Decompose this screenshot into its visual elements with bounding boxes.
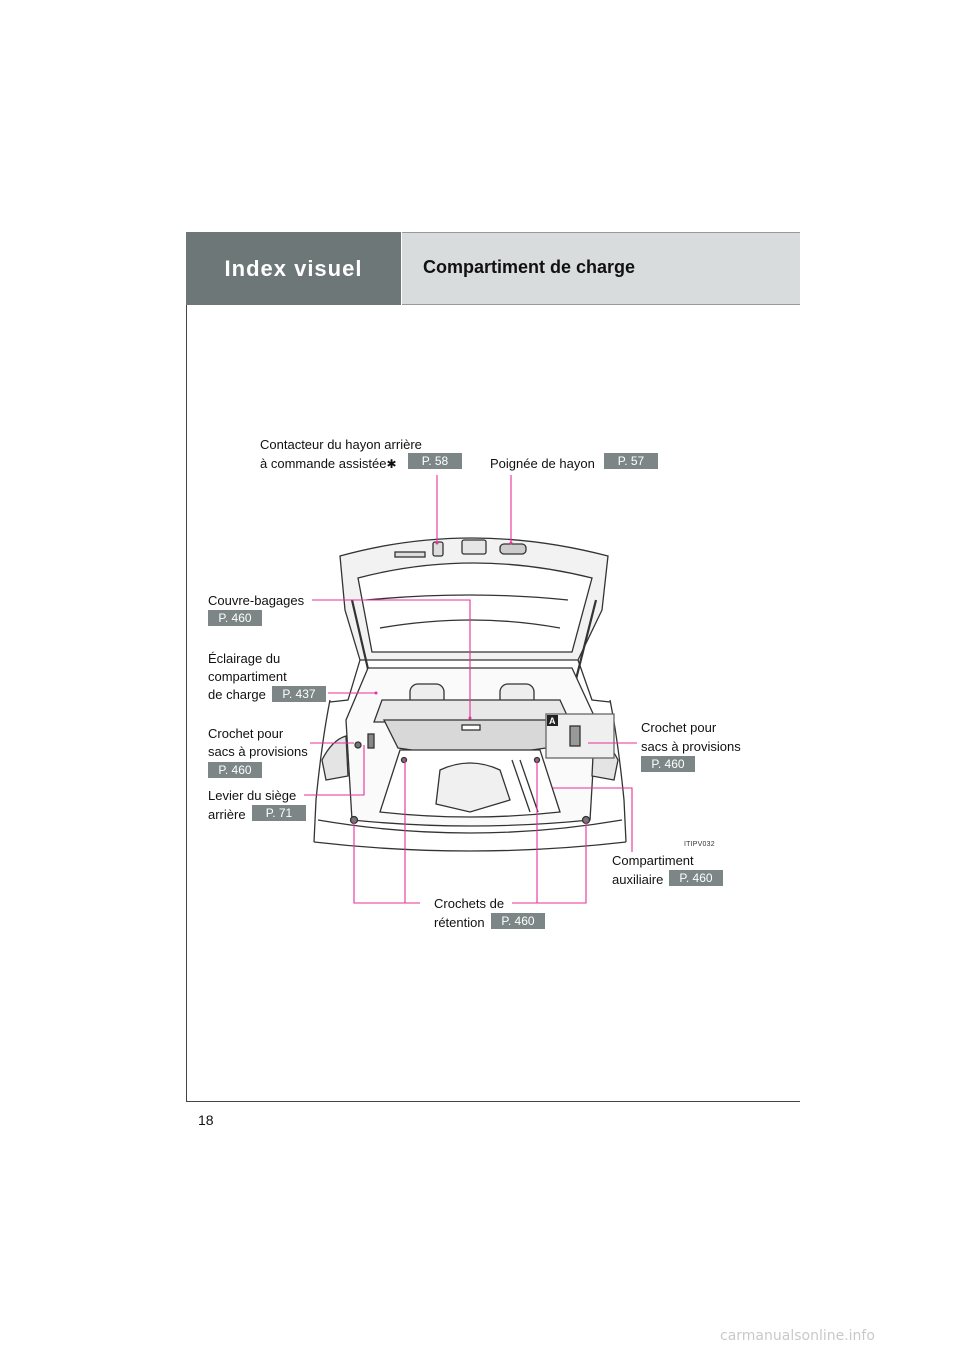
hook-left-page-ref[interactable]: P. 460 xyxy=(208,762,262,778)
hook-left-label-line1: Crochet pour xyxy=(208,726,284,741)
tie-down-page-ref[interactable]: P. 460 xyxy=(491,913,545,929)
hook-left-label-line2: sacs à provisions xyxy=(208,744,308,759)
aux-label-line2: auxiliaire xyxy=(612,872,664,887)
asterisk-icon: ✱ xyxy=(386,457,397,471)
handle-page-ref[interactable]: P. 57 xyxy=(604,453,658,469)
tie-down-label-line1: Crochets de xyxy=(434,896,505,911)
handle-label: Poignée de hayon xyxy=(490,456,595,471)
section-tab: Index visuel xyxy=(186,232,401,305)
page-title: Compartiment de charge xyxy=(423,257,636,277)
aux-label-line1: Compartiment xyxy=(612,853,694,868)
light-label-line3: de charge xyxy=(208,687,266,702)
power-switch-label-line2: à commande assistée✱ xyxy=(260,455,397,473)
page-frame-bottom xyxy=(186,1101,800,1102)
hook-right-label-line2: sacs à provisions xyxy=(641,739,741,754)
page-title-bar: Compartiment de charge xyxy=(402,232,800,305)
seat-lever-label-line1: Levier du siège xyxy=(208,788,297,803)
watermark: carmanualsonline.info xyxy=(720,1328,875,1344)
seat-lever-page-ref[interactable]: P. 71 xyxy=(252,805,306,821)
tie-down-label-line2: rétention xyxy=(434,915,485,930)
tonneau-page-ref[interactable]: P. 460 xyxy=(208,610,262,626)
hook-right-page-ref[interactable]: P. 460 xyxy=(641,756,695,772)
light-label-line2: compartiment xyxy=(208,669,287,684)
inset-marker: A xyxy=(549,716,556,726)
hook-right-label-line1: Crochet pour xyxy=(641,720,717,735)
power-switch-page-ref[interactable]: P. 58 xyxy=(408,453,462,469)
light-label-line1: Éclairage du xyxy=(208,651,281,666)
figure-code: ITIPV032 xyxy=(684,841,715,848)
tonneau-label: Couvre-bagages xyxy=(208,593,305,608)
light-page-ref[interactable]: P. 437 xyxy=(272,686,326,702)
page-number: 18 xyxy=(198,1112,214,1128)
aux-page-ref[interactable]: P. 460 xyxy=(669,870,723,886)
power-switch-label-line1: Contacteur du hayon arrière xyxy=(260,437,422,452)
power-switch-label-text: à commande assistée xyxy=(260,456,387,471)
page-frame-left xyxy=(186,232,187,1102)
seat-lever-label-line2: arrière xyxy=(208,807,246,822)
